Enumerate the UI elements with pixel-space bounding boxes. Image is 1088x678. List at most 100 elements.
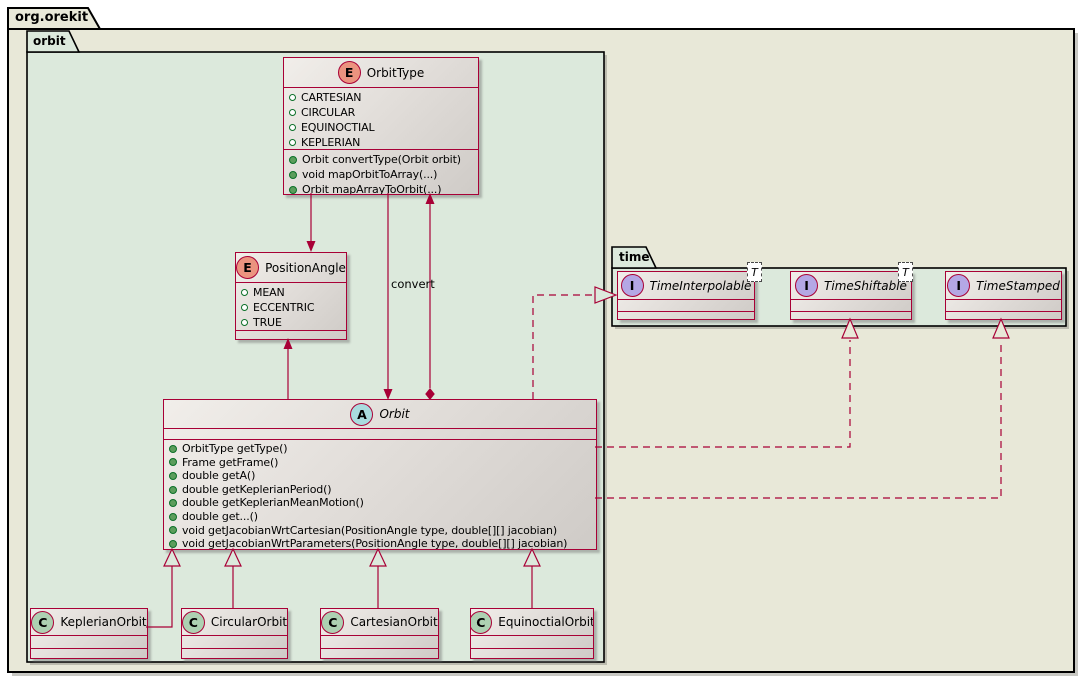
public-method-icon	[169, 526, 177, 535]
class-box-keplerianorbit: C KeplerianOrbit	[30, 608, 148, 659]
enum-constant: CIRCULAR	[289, 105, 474, 120]
public-method-icon	[169, 512, 177, 521]
method: void getJacobianWrtCartesian(PositionAng…	[169, 524, 592, 538]
class-title: Orbit	[379, 407, 410, 421]
interface-title: TimeStamped	[976, 278, 1060, 293]
enum-constant: MEAN	[241, 285, 342, 300]
interface-icon: I	[947, 274, 971, 297]
methods-empty	[31, 648, 147, 658]
methods-empty	[182, 648, 287, 658]
method: Orbit mapArrayToOrbit(...)	[289, 182, 474, 194]
class-box-circularorbit: C CircularOrbit	[181, 608, 288, 659]
methods-empty	[618, 311, 754, 319]
fields-empty	[791, 299, 911, 311]
orbit-fields-empty	[164, 428, 596, 439]
methods-empty	[791, 311, 911, 319]
public-method-icon	[169, 444, 177, 453]
field-visibility-icon	[289, 94, 296, 101]
public-method-icon	[169, 485, 177, 494]
equinoctialorbit-header: C EquinoctialOrbit	[471, 609, 593, 635]
public-method-icon	[289, 185, 297, 194]
class-box-orbittype: E OrbitType CARTESIAN CIRCULAR EQUINOCTI…	[283, 57, 479, 195]
generic-type-tag: T	[747, 262, 762, 282]
field-visibility-icon	[289, 139, 296, 146]
class-title: CircularOrbit	[210, 615, 288, 629]
method: OrbitType getType()	[169, 442, 592, 456]
enum-constant: TRUE	[241, 315, 342, 330]
class-icon: C	[31, 610, 55, 634]
fields-empty	[471, 635, 593, 648]
class-title: PositionAngle	[265, 260, 346, 275]
method: double getA()	[169, 469, 592, 483]
cartesianorbit-header: C CartesianOrbit	[321, 609, 438, 635]
field-visibility-icon	[289, 109, 296, 116]
method: double getKeplerianPeriod()	[169, 483, 592, 497]
fields-empty	[946, 299, 1061, 311]
positionangle-fields: MEAN ECCENTRIC TRUE	[236, 282, 346, 330]
timestamped-header: I TimeStamped	[946, 272, 1061, 299]
method: Frame getFrame()	[169, 456, 592, 470]
circularorbit-header: C CircularOrbit	[182, 609, 287, 635]
class-icon: C	[321, 610, 345, 634]
method: void getJacobianWrtParameters(PositionAn…	[169, 537, 592, 549]
enum-constant: EQUINOCTIAL	[289, 120, 474, 135]
fields-empty	[321, 635, 438, 648]
interface-box-timestamped: I TimeStamped	[945, 271, 1062, 320]
orbittype-methods: Orbit convertType(Orbit orbit) void mapO…	[284, 149, 478, 194]
class-box-equinoctialorbit: C EquinoctialOrbit	[470, 608, 594, 659]
method: double getKeplerianMeanMotion()	[169, 496, 592, 510]
timeinterpolable-header: I TimeInterpolable	[618, 272, 754, 299]
class-icon: C	[471, 610, 493, 634]
enum-icon: E	[337, 61, 361, 84]
public-method-icon	[169, 471, 177, 480]
enum-constant: KEPLERIAN	[289, 135, 474, 149]
public-method-icon	[289, 170, 297, 179]
convert-edge-label: convert	[391, 277, 435, 291]
timeshiftable-header: I TimeShiftable	[791, 272, 911, 299]
public-method-icon	[289, 155, 297, 164]
methods-empty	[946, 311, 1061, 319]
fields-empty	[31, 635, 147, 648]
package-label-time: time	[619, 250, 650, 264]
fields-empty	[618, 299, 754, 311]
interface-box-timeshiftable: I TimeShiftable	[790, 271, 912, 320]
field-visibility-icon	[241, 289, 248, 296]
method: void mapOrbitToArray(...)	[289, 167, 474, 182]
methods-empty	[321, 648, 438, 658]
method: double get...()	[169, 510, 592, 524]
orbit-methods: OrbitType getType() Frame getFrame() dou…	[164, 439, 596, 549]
class-icon: C	[182, 610, 205, 634]
enum-icon: E	[236, 256, 260, 279]
orbit-header: A Orbit	[164, 400, 596, 428]
interface-title: TimeShiftable	[824, 278, 907, 293]
fields-empty	[182, 635, 287, 648]
keplerianorbit-header: C KeplerianOrbit	[31, 609, 147, 635]
orbittype-fields: CARTESIAN CIRCULAR EQUINOCTIAL KEPLERIAN	[284, 87, 478, 149]
class-box-positionangle: E PositionAngle MEAN ECCENTRIC TRUE	[235, 252, 347, 340]
enum-constant: ECCENTRIC	[241, 300, 342, 315]
package-label-org-orekit: org.orekit	[15, 10, 89, 25]
class-title: EquinoctialOrbit	[498, 615, 594, 629]
class-box-cartesianorbit: C CartesianOrbit	[320, 608, 439, 659]
class-title: KeplerianOrbit	[60, 615, 147, 629]
interface-icon: I	[620, 274, 644, 297]
public-method-icon	[169, 499, 177, 508]
method: Orbit convertType(Orbit orbit)	[289, 152, 474, 167]
positionangle-header: E PositionAngle	[236, 253, 346, 282]
orbittype-header: E OrbitType	[284, 58, 478, 87]
field-visibility-icon	[289, 124, 296, 131]
field-visibility-icon	[241, 319, 248, 326]
interface-icon: I	[795, 274, 819, 297]
class-title: OrbitType	[366, 65, 425, 80]
field-visibility-icon	[241, 304, 248, 311]
package-label-orbit: orbit	[33, 34, 66, 48]
public-method-icon	[169, 458, 177, 467]
class-box-orbit: A Orbit OrbitType getType() Frame getFra…	[163, 399, 597, 550]
positionangle-methods-empty	[236, 330, 346, 339]
abstract-class-icon: A	[350, 402, 374, 426]
public-method-icon	[169, 539, 177, 548]
enum-constant: CARTESIAN	[289, 90, 474, 105]
methods-empty	[471, 648, 593, 658]
